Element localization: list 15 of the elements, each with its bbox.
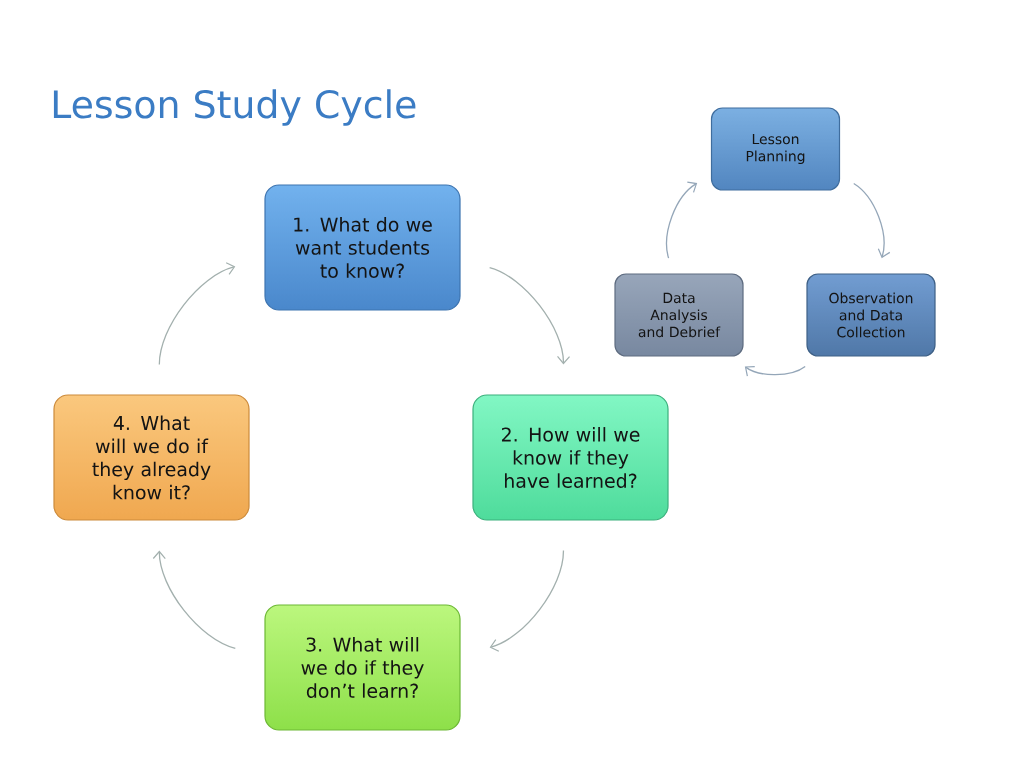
step-box: Observation and Data Collection <box>806 273 936 357</box>
arrow <box>158 262 236 366</box>
arrow <box>152 550 236 650</box>
question-box: 1. What do we want students to know? <box>264 184 461 311</box>
title: Lesson Study Cycle <box>53 89 416 126</box>
arrow <box>489 266 571 365</box>
question-box: 4. What will we do if they already know it? <box>53 394 250 521</box>
question-box: 2. How will we know if they have learned? <box>472 394 669 521</box>
arrow <box>666 181 698 259</box>
arrow <box>853 182 891 259</box>
question-box: 3. What will we do if they don’t learn? <box>264 604 461 731</box>
arrow <box>489 549 565 652</box>
step-box: Lesson Planning <box>710 107 841 191</box>
step-box: Data Analysis and Debrief <box>614 273 744 357</box>
arrow <box>744 365 806 377</box>
